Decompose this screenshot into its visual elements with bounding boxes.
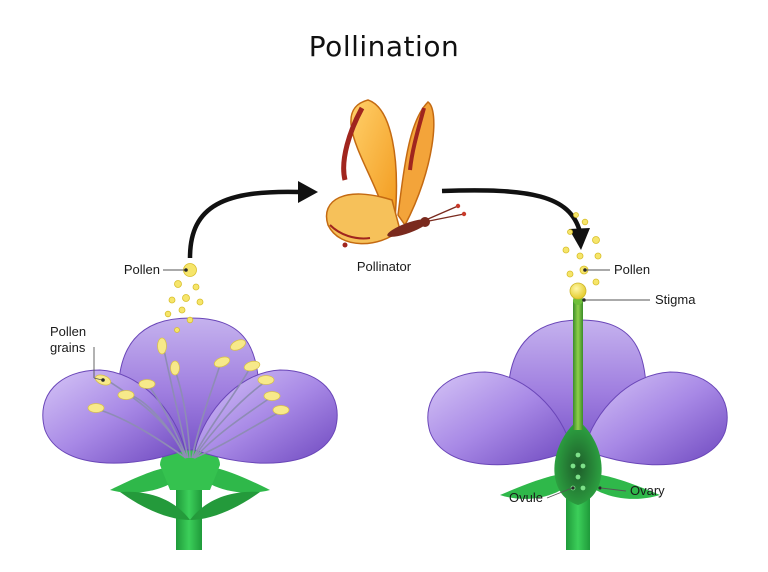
left-stamens — [99, 344, 281, 459]
label-pollen-grains-line1: Pollen — [50, 324, 86, 339]
label-ovule: Ovule — [509, 486, 575, 505]
label-stigma-text: Stigma — [655, 292, 696, 307]
label-pollen-left-text: Pollen — [124, 262, 160, 277]
label-pollen-right: Pollen — [583, 262, 650, 277]
label-pollinator: Pollinator — [357, 259, 412, 274]
left-flower — [42, 263, 338, 550]
right-pollen-cloud — [562, 212, 602, 286]
label-ovary-text: Ovary — [630, 483, 665, 498]
stigma — [569, 282, 587, 300]
label-pollen-grains-line2: grains — [50, 340, 86, 355]
pistil — [554, 282, 602, 505]
label-stigma: Stigma — [582, 292, 696, 307]
butterfly-pollinator — [325, 99, 467, 248]
label-pollen-left: Pollen — [124, 262, 188, 277]
label-pollinator-text: Pollinator — [357, 259, 412, 274]
label-ovary: Ovary — [598, 483, 665, 498]
diagram-title: Pollination — [309, 30, 459, 63]
label-pollen-grains: Pollen grains — [50, 324, 105, 382]
ovules — [570, 452, 586, 491]
label-ovule-text: Ovule — [509, 490, 543, 505]
label-pollen-right-text: Pollen — [614, 262, 650, 277]
arrow-flower-to-pollinator — [187, 181, 318, 259]
arrow-pollinator-to-flower — [441, 188, 590, 250]
right-flower — [427, 212, 728, 550]
left-pollen-cloud — [164, 263, 204, 333]
left-anthers — [87, 337, 290, 415]
